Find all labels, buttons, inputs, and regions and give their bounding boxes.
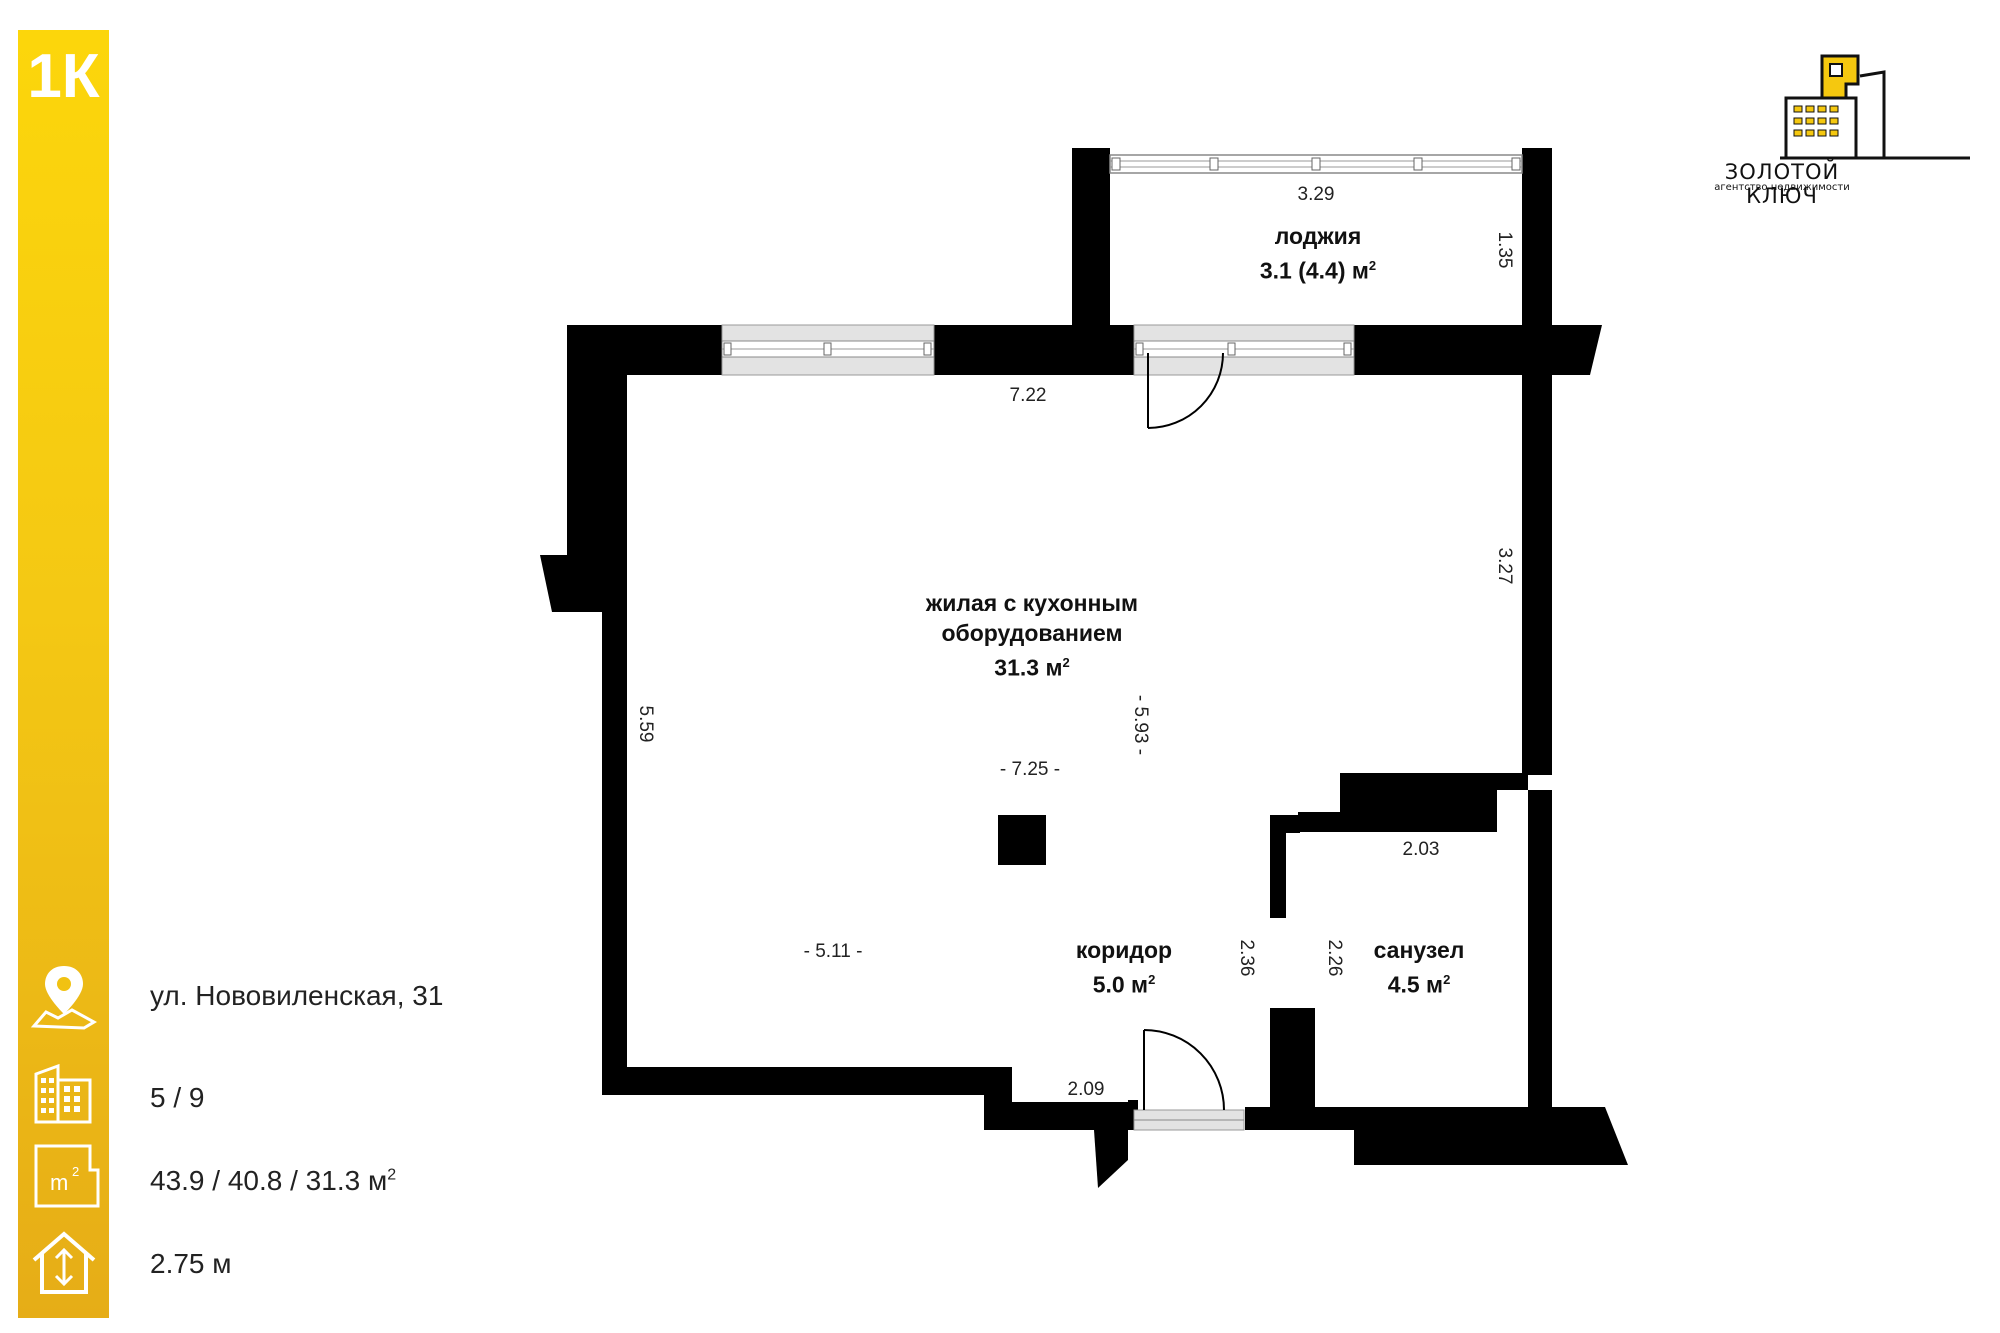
room-loggia: лоджия 3.1 (4.4) м2 (1259, 223, 1377, 284)
ceiling-height-text: 2.75 м (150, 1248, 232, 1279)
area-text: 43.9 / 40.8 / 31.3 м2 (150, 1165, 397, 1196)
dim-corridor-depth: 2.36 (1236, 939, 1257, 977)
brand-logo-icon (1780, 54, 1970, 160)
svg-text:m: m (50, 1170, 68, 1195)
brand-name: ЗОЛОТОЙ КЛЮЧ (1724, 160, 1840, 208)
address-text: ул. Нововиленская, 31 (150, 980, 444, 1011)
svg-text:2: 2 (72, 1164, 79, 1179)
area-m2-icon: m 2 (34, 1144, 100, 1208)
sidebar-accent-bar (18, 30, 109, 1318)
doors (1143, 352, 1225, 1111)
dim-loggia-width: 3.29 (1297, 184, 1335, 205)
room-bathroom: санузел 4.5 м2 (1373, 937, 1465, 998)
floor-text: 5 / 9 (150, 1082, 205, 1113)
walls (540, 148, 1628, 1188)
dim-bath-top: 2.03 (1402, 839, 1440, 860)
dim-left-wall: 5.59 (635, 705, 656, 743)
brand-tagline: агентство недвижимости (1714, 182, 1850, 193)
map-pin-icon (30, 966, 98, 1030)
dim-loggia-depth: 1.35 (1494, 231, 1515, 269)
room-living-kitchen: жилая с кухонным оборудованием 31.3 м2 (925, 590, 1139, 681)
room-count-badge: 1К (27, 42, 100, 111)
ceiling-height-icon (32, 1231, 96, 1294)
dim-center-horizontal: - 7.25 - (999, 759, 1061, 780)
dim-bath-depth: 2.26 (1324, 939, 1345, 977)
dim-living-top: 7.22 (1009, 385, 1047, 406)
dim-center-vertical: - 5.93 - (1130, 694, 1151, 756)
dim-lower-left: - 5.11 - (803, 941, 863, 962)
windows (721, 154, 1523, 1131)
dim-right-wall: 3.27 (1494, 547, 1515, 585)
building-icon (34, 1063, 92, 1124)
room-corridor: коридор 5.0 м2 (1075, 937, 1173, 998)
dim-entrance: 2.09 (1067, 1079, 1105, 1100)
